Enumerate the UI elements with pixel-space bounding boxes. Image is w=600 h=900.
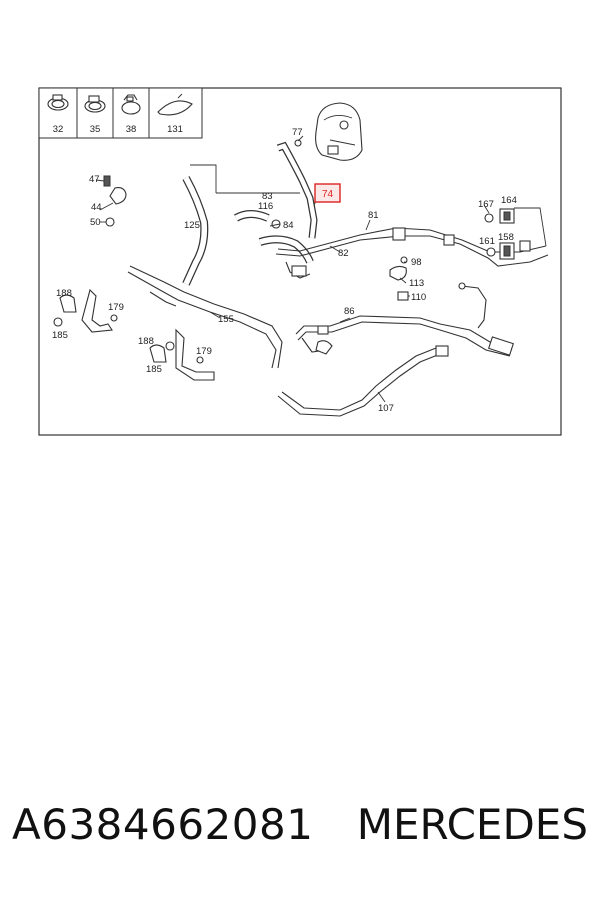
hose-clamp-icon	[84, 95, 106, 113]
callout-83: 83	[262, 191, 273, 202]
callout-185-center: 185	[146, 364, 162, 375]
callout-84: 84	[283, 220, 294, 231]
leader-line	[514, 207, 547, 247]
leader-lines	[95, 135, 490, 403]
clip	[291, 265, 307, 277]
pipe-107	[277, 353, 441, 417]
legend-label: 131	[167, 124, 183, 135]
callout-74-highlighted: 74	[322, 189, 334, 200]
hose-clamp-icon	[47, 94, 69, 111]
highlight-box	[314, 183, 341, 203]
callout-47: 47	[89, 174, 100, 185]
cable-tie-icon	[157, 93, 193, 116]
callout-86: 86	[344, 306, 355, 317]
callout-167: 167	[478, 199, 494, 210]
spring-clamp-icon	[121, 94, 141, 115]
leader-line	[190, 164, 217, 193]
callout-116: 116	[258, 201, 273, 212]
part-number: A6384662081	[12, 800, 314, 849]
footer: A6384662081 MERCEDES	[0, 800, 600, 860]
brand-name: MERCEDES	[356, 800, 588, 849]
clip	[317, 325, 329, 335]
seal-ring	[294, 139, 302, 147]
pipe	[461, 285, 487, 329]
diagram-frame	[38, 87, 562, 436]
clamps-left	[103, 175, 127, 227]
fitting	[458, 282, 466, 290]
fittings	[484, 208, 531, 260]
bracket-188-179-185-left	[53, 288, 118, 333]
callout-158: 158	[498, 232, 514, 243]
fitting	[487, 336, 515, 356]
callout-44: 44	[91, 202, 102, 213]
bracket-188-179-185-center	[149, 328, 215, 381]
callout-161: 161	[479, 236, 495, 247]
callout-77: 77	[292, 127, 303, 138]
clip	[443, 234, 455, 246]
callout-188-left: 188	[56, 288, 72, 299]
callout-50: 50	[90, 217, 101, 228]
pipe-155-parallel	[129, 265, 283, 369]
fitting	[435, 345, 449, 357]
pipe-107-parallel	[281, 347, 437, 411]
callout-164: 164	[501, 195, 517, 206]
callout-185-left: 185	[52, 330, 68, 341]
callout-125: 125	[184, 220, 200, 231]
clip	[392, 227, 406, 241]
callout-98: 98	[411, 257, 422, 268]
callout-113: 113	[409, 278, 424, 289]
pipe-86	[295, 315, 513, 351]
pipe	[149, 291, 177, 307]
callout-82: 82	[338, 248, 349, 259]
pipe-86-parallel	[297, 321, 511, 357]
clip	[315, 340, 333, 355]
reservoir	[315, 102, 363, 161]
callout-179-left: 179	[108, 302, 124, 313]
legend-label: 38	[126, 124, 137, 135]
legend-label: 35	[90, 124, 101, 135]
callout-81: 81	[368, 210, 379, 221]
legend-label: 32	[53, 124, 64, 135]
legend: 32 35 38 131	[38, 87, 203, 139]
callout-155: 155	[218, 314, 234, 325]
callout-179-center: 179	[196, 346, 212, 357]
pipe-155	[127, 271, 277, 369]
clamps-center	[389, 256, 409, 301]
callout-188-center: 188	[138, 336, 154, 347]
callout-107: 107	[378, 403, 394, 414]
callout-110: 110	[411, 292, 426, 303]
